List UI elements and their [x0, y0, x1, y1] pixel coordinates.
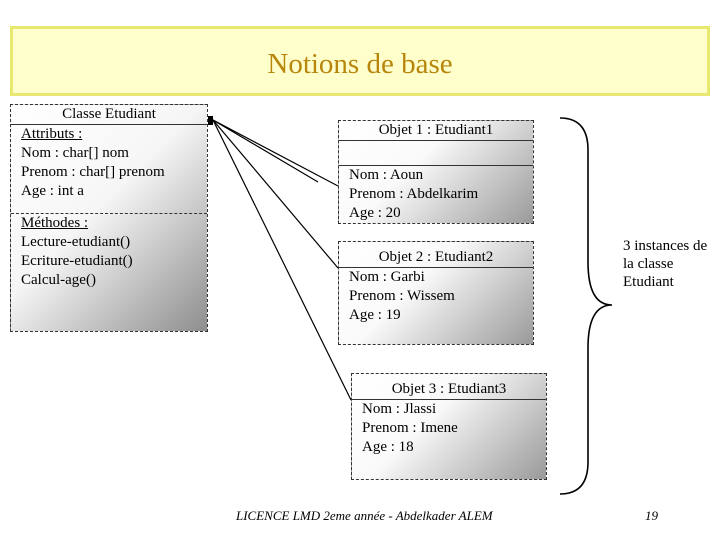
link-line-extra	[212, 119, 319, 183]
page-number: 19	[645, 508, 658, 523]
instances-note: 3 instances de la classe Etudiant	[623, 237, 707, 291]
attribute-item: Nom : char[] nom	[21, 145, 129, 161]
slide-title: Notions de base	[267, 48, 453, 80]
object-box-3: Objet 3 : Etudiant3 Nom : Jlassi Prenom …	[351, 373, 547, 480]
attribute-item: Age : int a	[21, 183, 84, 199]
object-box-1: Objet 1 : Etudiant1 Nom : Aoun Prenom : …	[338, 120, 534, 224]
method-item: Calcul-age()	[21, 272, 96, 288]
method-item: Ecriture-etudiant()	[21, 253, 133, 269]
note-line: Etudiant	[623, 274, 674, 290]
link-line-obj2	[212, 119, 339, 269]
object-header: Objet 3 : Etudiant3	[352, 374, 546, 400]
note-line: 3 instances de	[623, 238, 708, 254]
object-box-2: Objet 2 : Etudiant2 Nom : Garbi Prenom :…	[338, 241, 534, 345]
attributes-label: Attributs :	[21, 126, 83, 142]
object-field: Nom : Jlassi	[362, 401, 437, 417]
object-field: Age : 20	[349, 205, 401, 221]
title-banner: Notions de base	[10, 26, 710, 96]
methods-label: Méthodes :	[21, 215, 89, 231]
curly-brace	[559, 117, 613, 495]
object-field: Prenom : Imene	[362, 420, 458, 436]
class-etudiant-box: Classe Etudiant Attributs : Nom : char[]…	[10, 104, 208, 332]
attribute-item: Prenom : char[] prenom	[21, 164, 165, 180]
object-field: Nom : Garbi	[349, 269, 425, 285]
object-field: Prenom : Abdelkarim	[349, 186, 479, 202]
note-line: la classe	[623, 256, 674, 272]
object-header: Objet 1 : Etudiant1	[339, 121, 533, 141]
object-field: Age : 19	[349, 307, 401, 323]
method-item: Lecture-etudiant()	[21, 234, 131, 250]
link-line-obj1	[212, 119, 339, 187]
class-header: Classe Etudiant	[11, 105, 207, 125]
object-field: Age : 18	[362, 439, 414, 455]
object-field: Prenom : Wissem	[349, 288, 455, 304]
association-anchor	[205, 116, 213, 125]
object-header: Objet 2 : Etudiant2	[339, 242, 533, 268]
link-line-obj3	[212, 119, 352, 401]
object-field: Nom : Aoun	[349, 167, 424, 183]
footer-text: LICENCE LMD 2eme année - Abdelkader ALEM	[236, 508, 493, 523]
